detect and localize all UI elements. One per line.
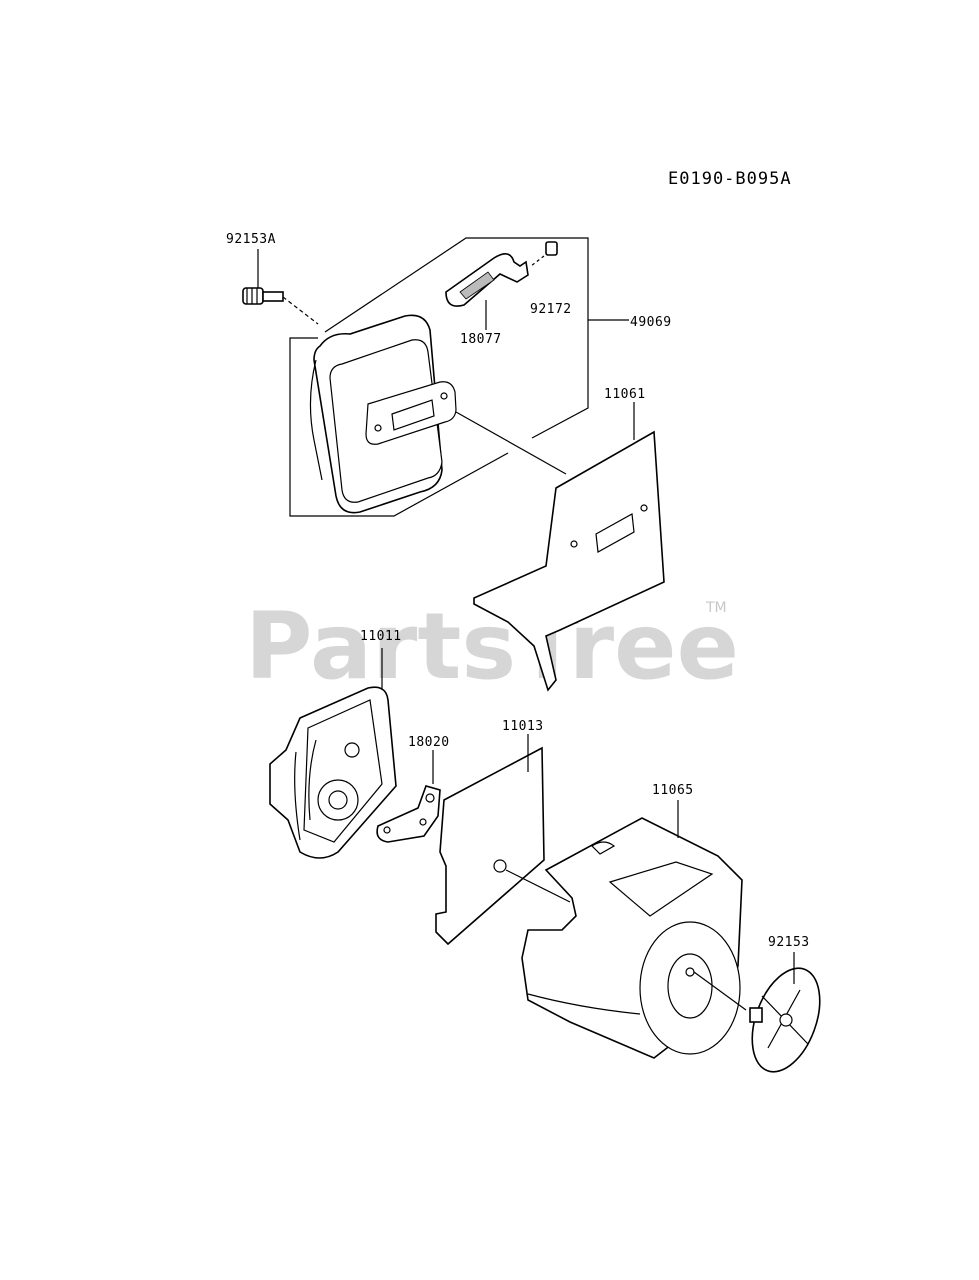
muffler-assembly-bracket	[289, 237, 629, 517]
label-92172: 92172	[530, 302, 572, 317]
part-92172-screw[interactable]	[530, 241, 558, 267]
label-92153a: 92153A	[226, 232, 276, 247]
label-11061: 11061	[604, 387, 646, 402]
part-11011-air-cleaner-base[interactable]	[269, 648, 397, 859]
part-11065-cover[interactable]	[521, 800, 747, 1059]
part-92153a-bolt[interactable]	[242, 249, 319, 325]
part-92153-knob[interactable]	[739, 952, 832, 1081]
label-18020: 18020	[408, 735, 450, 750]
part-11061-shield[interactable]	[473, 402, 665, 692]
part-18020-bracket[interactable]	[376, 750, 441, 843]
label-11065: 11065	[652, 783, 694, 798]
label-18077: 18077	[460, 332, 502, 347]
trademark-mark: TM	[705, 600, 727, 616]
label-11011: 11011	[360, 629, 402, 644]
label-11013: 11013	[502, 719, 544, 734]
part-11013-filter[interactable]	[435, 734, 571, 946]
label-92153: 92153	[768, 935, 810, 950]
diagram-code: E0190-B095A	[668, 169, 792, 189]
part-18077-plate[interactable]	[445, 253, 529, 330]
label-49069: 49069	[630, 315, 672, 330]
part-muffler-body[interactable]	[309, 314, 567, 514]
